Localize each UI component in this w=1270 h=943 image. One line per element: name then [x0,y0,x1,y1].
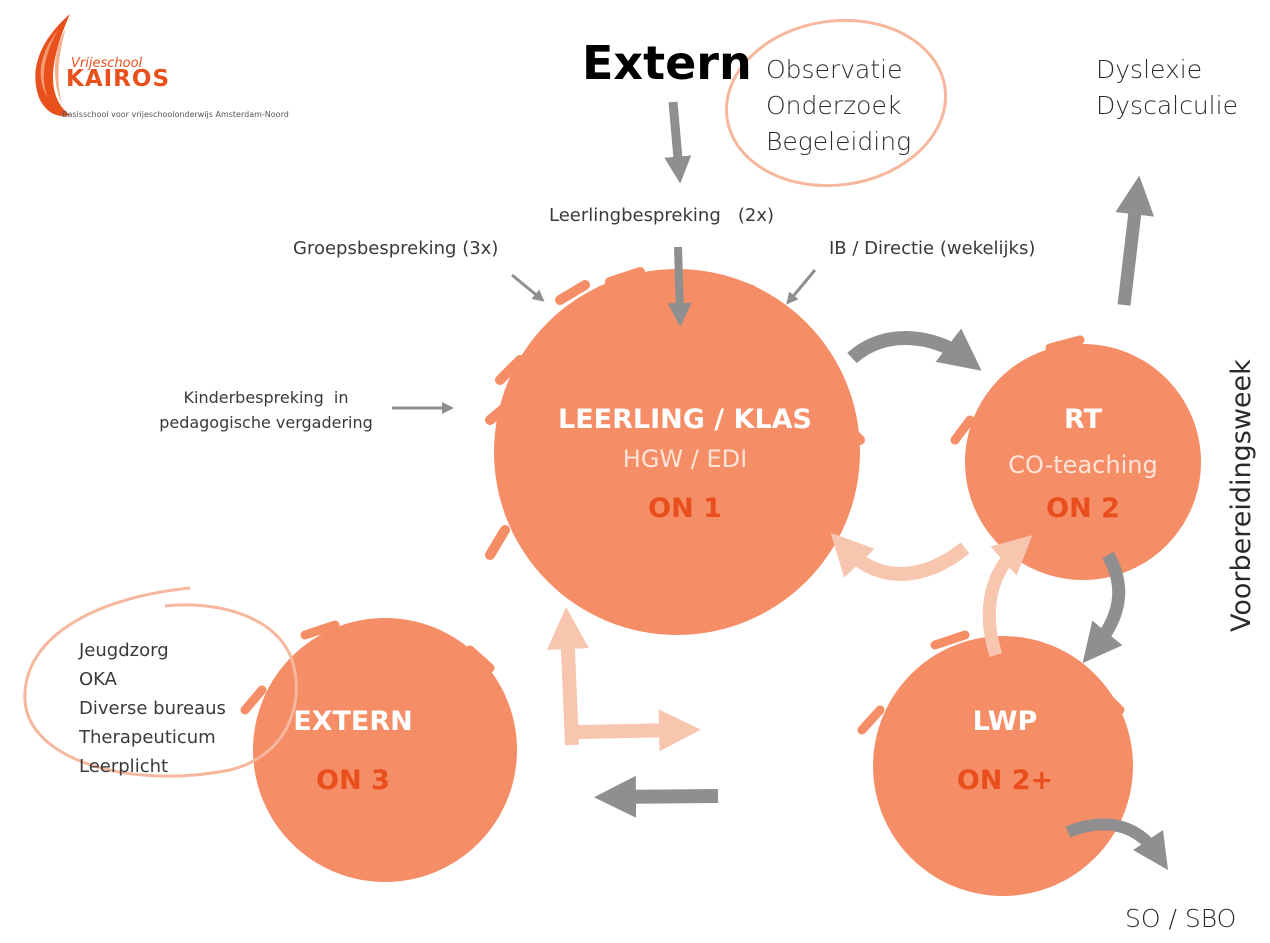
extern-item: Onderzoek [766,91,902,120]
rt-node: RT CO-teaching ON 2 [983,404,1183,524]
logo-tagline: Basisschool voor vrijeschoolonderwijs Am… [62,110,289,119]
lwp-on: ON 2+ [956,765,1054,796]
leerlingbespreking-label: Leerlingbespreking (2x) [549,205,775,226]
extern-title: Extern [582,36,752,90]
arrow-lwp-to-so [1065,818,1168,870]
extern-node-title: EXTERN [293,706,413,737]
so-sbo-label: SO / SBO [1125,904,1237,933]
arrow-lwp-to-rt [982,534,1033,658]
circle-extern [240,618,517,882]
lwp-title: LWP [972,706,1038,737]
arrow-rt-to-lwp [1082,551,1126,664]
arrow-groepsbespreking [511,273,545,302]
extern-node-on: ON 3 [316,765,390,796]
right-items: Dyslexie Dyscalculie [1096,52,1238,124]
leerling-klas-sub: HGW / EDI [622,445,748,473]
extern-items: Observatie Onderzoek Begeleiding [766,52,911,160]
kinderbespreking-line-2: pedagogische vergadering [159,413,373,432]
kinderbespreking-label: Kinderbespreking in pedagogische vergade… [150,385,382,435]
extern-list-item: Jeugdzorg [79,640,169,661]
extern-top-ellipse [724,18,948,188]
rt-title: RT [1064,404,1102,435]
arrow-rt-to-dyslexie [1115,175,1155,306]
ib-directie-label: IB / Directie (wekelijks) [829,238,1036,259]
extern-list: Jeugdzorg OKA Diverse bureaus Therapeuti… [79,636,226,781]
extern-list-item: Therapeuticum [79,727,216,748]
right-item: Dyslexie [1096,55,1203,84]
groepsbespreking-label: Groepsbespreking (3x) [293,238,499,259]
extern-list-item: OKA [79,669,117,690]
extern-list-item: Leerplicht [79,756,169,777]
arrow-to-right-bottom [577,709,701,752]
leerling-klas-title: LEERLING / KLAS [557,404,813,435]
circle-leerling [485,267,865,635]
arrow-back-to-extern [594,775,719,818]
arrow-extern-up-to-leerling [546,607,589,746]
arrow-rt-to-leerling [830,532,970,581]
logo-name: KAIROS [66,66,171,92]
right-item: Dyscalculie [1096,91,1238,120]
arrow-ib-directie [786,269,817,305]
extern-item: Begeleiding [766,127,912,156]
arrow-leerlingbespreking-down [667,246,692,327]
extern-node: EXTERN ON 3 [278,706,428,796]
lwp-node: LWP ON 2+ [905,706,1105,796]
rt-sub: CO-teaching [1008,451,1158,479]
extern-item: Observatie [766,55,903,84]
extern-list-ellipse [23,586,298,778]
rt-on: ON 2 [1046,493,1120,524]
arrow-leerling-to-rt [847,328,982,371]
logo-prefix: Vrijeschool [71,56,143,71]
leerling-klas-on: ON 1 [648,493,722,524]
voorbereidingsweek-label: Voorbereidingsweek [1226,359,1257,632]
extern-list-item: Diverse bureaus [79,698,226,719]
kairos-flame-icon [35,14,70,117]
circle-rt [950,335,1201,580]
kinderbespreking-line-1: Kinderbespreking in [183,388,349,407]
leerling-klas-node: LEERLING / KLAS HGW / EDI ON 1 [520,404,850,524]
arrow-extern-down [664,101,692,184]
